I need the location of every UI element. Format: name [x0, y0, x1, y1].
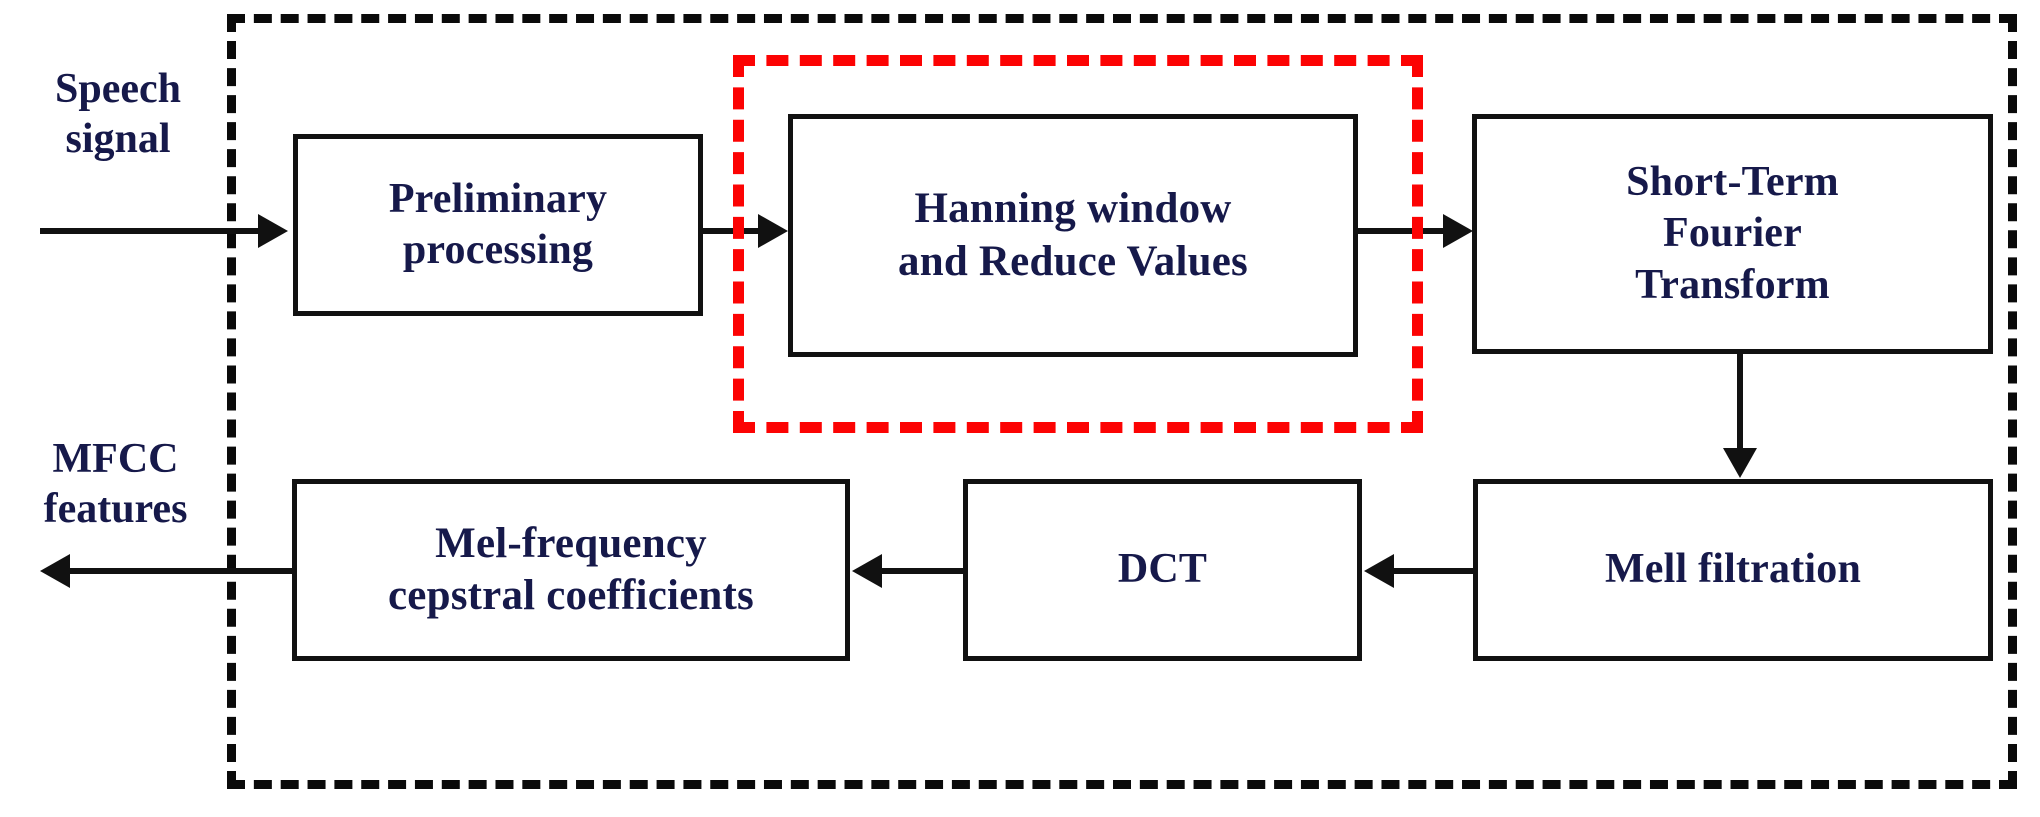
connector-mfcc-to-output-line: [68, 568, 295, 574]
connector-stft-to-mell-arrowhead: [1723, 448, 1757, 478]
system-boundary-dashed-rect: [227, 14, 2017, 789]
connector-stft-to-mell-line: [1737, 353, 1743, 453]
connector-mell-to-dct-arrowhead: [1364, 554, 1394, 588]
block-mel-frequency-cepstral-coefficients[interactable]: Mel-frequency cepstral coefficients: [292, 479, 850, 661]
connector-mfcc-to-output-arrowhead: [40, 554, 70, 588]
output-label-mfcc-features: MFCC features: [43, 436, 188, 532]
block-dct-label: DCT: [1117, 546, 1208, 593]
block-preliminary-processing[interactable]: Preliminary processing: [293, 134, 703, 316]
block-dct[interactable]: DCT: [963, 479, 1362, 661]
block-short-term-fourier-transform[interactable]: Short-Term Fourier Transform: [1472, 114, 1993, 354]
connector-mell-to-dct-line: [1392, 568, 1474, 574]
block-preliminary-processing-label: Preliminary processing: [388, 175, 608, 273]
block-short-term-fourier-transform-label: Short-Term Fourier Transform: [1626, 159, 1839, 308]
connector-input-to-preliminary-arrowhead: [258, 214, 288, 248]
connector-input-to-preliminary-line: [40, 228, 262, 234]
connector-hanning-to-stft-arrowhead: [1443, 214, 1473, 248]
hanning-window-highlight-rect: [733, 55, 1423, 433]
connector-dct-to-mfcc-arrowhead: [852, 554, 882, 588]
block-mell-filtration[interactable]: Mell filtration: [1473, 479, 1993, 661]
connector-hanning-to-stft-line: [1357, 228, 1447, 234]
block-mel-frequency-cepstral-coefficients-label: Mel-frequency cepstral coefficients: [388, 519, 754, 619]
input-label-speech-signal: Speech signal: [55, 66, 181, 162]
block-hanning-window[interactable]: Hanning window and Reduce Values: [788, 114, 1358, 357]
block-mell-filtration-label: Mell filtration: [1604, 546, 1862, 593]
block-hanning-window-label: Hanning window and Reduce Values: [898, 185, 1248, 285]
connector-preliminary-to-hanning-arrowhead: [758, 214, 788, 248]
connector-dct-to-mfcc-line: [880, 568, 964, 574]
